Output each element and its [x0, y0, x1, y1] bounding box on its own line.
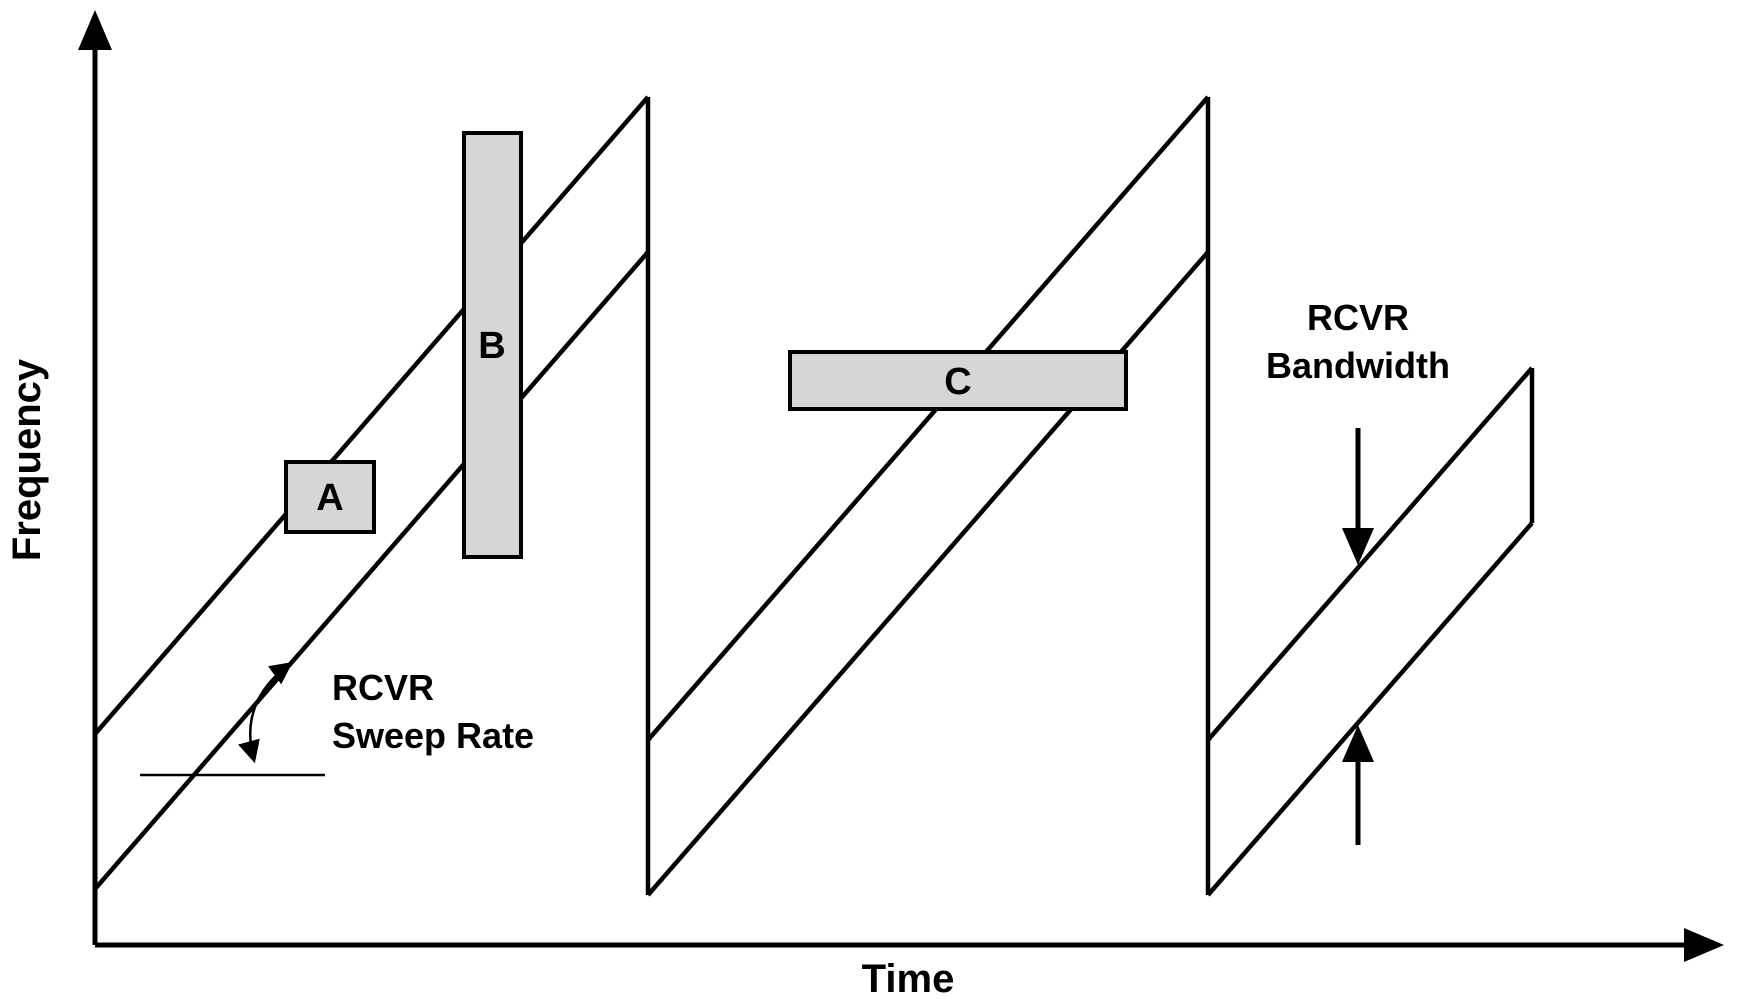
- sweep-upper-line-1: [93, 95, 650, 736]
- signal-a: A: [284, 460, 376, 534]
- signal-b: B: [462, 131, 523, 559]
- sweep-lower-line-2: [646, 250, 1210, 897]
- sweep-lower-line-1: [93, 250, 650, 891]
- sweep-upper-line-2: [646, 95, 1210, 742]
- signal-b-rect: [462, 131, 523, 559]
- y-axis: Frequency: [5, 10, 112, 945]
- sweep-rate-annotation: RCVR Sweep Rate: [140, 662, 534, 777]
- sweep-rate-arc-arrow: [238, 662, 293, 764]
- sweep-rate-label-line1: RCVR: [332, 667, 434, 708]
- bandwidth-down-arrow-head: [1342, 528, 1374, 565]
- bandwidth-label-line2: Bandwidth: [1266, 345, 1450, 386]
- signal-a-rect: [284, 460, 376, 534]
- sweep-band-1: [93, 95, 651, 895]
- x-axis-arrowhead: [1684, 928, 1724, 962]
- bandwidth-annotation: RCVR Bandwidth: [1266, 297, 1450, 845]
- bandwidth-up-arrow-head: [1342, 725, 1374, 762]
- frequency-axis-label: Frequency: [5, 358, 49, 561]
- bandwidth-label-line1: RCVR: [1307, 297, 1409, 338]
- signal-a-label: A: [316, 477, 343, 519]
- time-axis-label: Time: [862, 957, 955, 1001]
- sweep-rate-label-line2: Sweep Rate: [332, 715, 534, 756]
- signal-c: C: [788, 350, 1128, 411]
- y-axis-arrowhead: [78, 10, 112, 50]
- signal-c-rect: [788, 350, 1128, 411]
- x-axis: Time: [95, 928, 1724, 1001]
- signal-b-label: B: [478, 325, 505, 367]
- sweep-upper-line-3: [1206, 366, 1534, 742]
- sweep-band-3: [1206, 366, 1535, 897]
- signal-c-label: C: [944, 361, 971, 403]
- sweep-lower-line-3: [1206, 521, 1534, 897]
- sweep-band-2: [646, 95, 1211, 897]
